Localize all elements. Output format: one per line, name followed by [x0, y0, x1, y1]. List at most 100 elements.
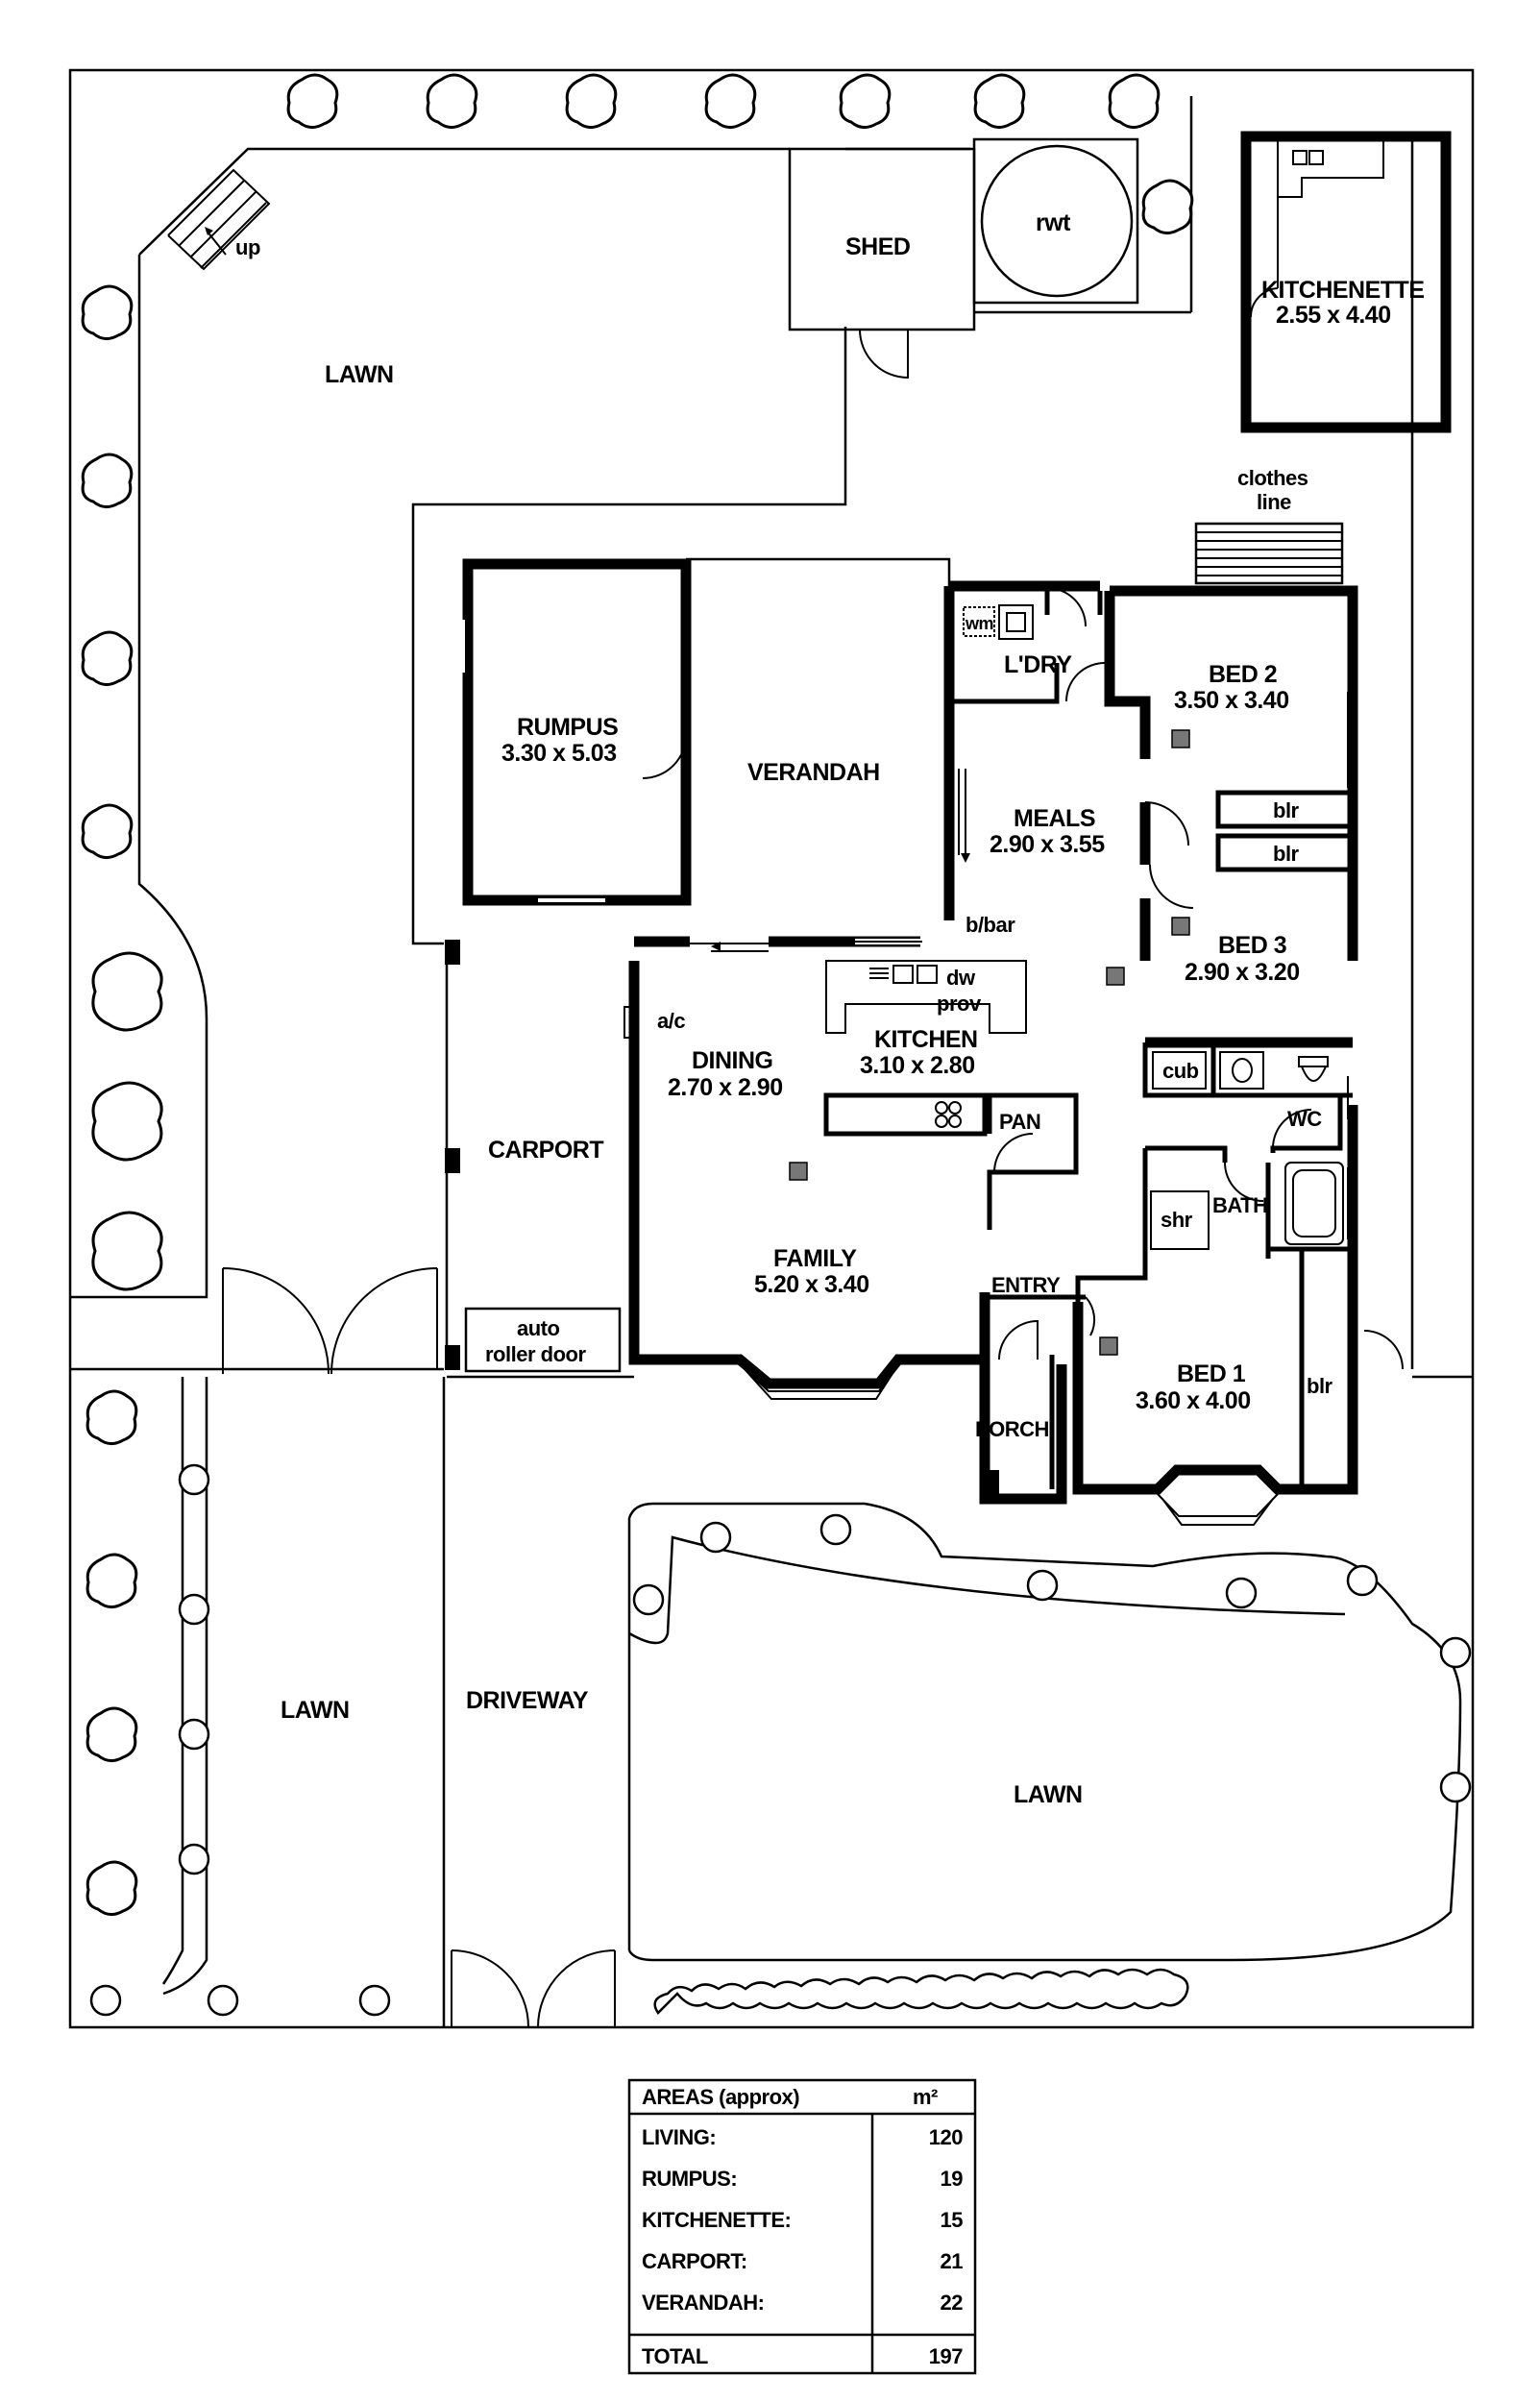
laundry-door — [1046, 587, 1087, 627]
family-size: 5.20 x 3.40 — [754, 1271, 869, 1298]
shrub-icon — [89, 1984, 122, 2017]
porch-label: PORCH — [975, 1417, 1049, 1441]
prov-label: prov — [937, 992, 982, 1016]
shrubs — [89, 1463, 1472, 2017]
kitchenette-sink-2 — [1308, 150, 1324, 165]
carport-post-1 — [445, 940, 460, 965]
kitchenette-size: 2.55 x 4.40 — [1276, 302, 1391, 329]
bbar-label: b/bar — [966, 913, 1015, 937]
bed3-size: 2.90 x 3.20 — [1185, 959, 1300, 986]
bed3-vent — [1171, 917, 1190, 936]
dining-size: 2.70 x 2.90 — [668, 1074, 783, 1101]
wc-door — [1272, 1109, 1312, 1149]
shrub-icon — [178, 1593, 210, 1626]
shrub-icon — [699, 1521, 732, 1554]
trees-back — [81, 73, 1194, 859]
auto-roller-door — [464, 1307, 622, 1373]
rumpus-name: RUMPUS — [517, 714, 618, 741]
tree-icon — [91, 1211, 163, 1291]
laundry-tub — [998, 604, 1034, 640]
bath-door — [1224, 1162, 1264, 1202]
side-gate — [1363, 1330, 1404, 1370]
auto-label-1: auto — [517, 1316, 560, 1340]
kitchen-bench-bottom — [823, 1092, 988, 1137]
carport-label: CARPORT — [488, 1137, 603, 1164]
shrub-icon — [819, 1513, 852, 1546]
dw-label: dw — [946, 966, 976, 990]
areas-row-value: 120 — [929, 2125, 963, 2149]
entry-vent — [1099, 1336, 1118, 1356]
tree-icon — [1141, 179, 1194, 234]
blr-2 — [1215, 833, 1356, 872]
pan-label: PAN — [999, 1110, 1040, 1134]
family-bay-window — [739, 1363, 899, 1400]
tree-icon — [86, 1860, 138, 1916]
shed-label: SHED — [845, 233, 910, 260]
shr-label: shr — [1161, 1208, 1193, 1232]
rumpus-door — [642, 734, 687, 779]
auto-label-2: roller door — [485, 1342, 586, 1366]
clothes-line: clothes line — [1194, 466, 1344, 585]
lawn-back-label: LAWN — [325, 361, 394, 388]
carport-post-3 — [445, 1345, 460, 1370]
tree-icon — [973, 73, 1026, 129]
areas-header-label: AREAS (approx) — [642, 2085, 799, 2109]
areas-row-label: VERANDAH: — [642, 2291, 765, 2315]
toilet-icon — [1298, 1056, 1329, 1082]
clothes-line-label-2: line — [1257, 490, 1291, 514]
carport-post-2 — [445, 1148, 460, 1173]
lawn-front-label: LAWN — [1014, 1781, 1083, 1808]
shrub-icon — [178, 1718, 210, 1751]
house-outer-walls — [628, 580, 1358, 1505]
shrub-icon — [358, 1984, 391, 2017]
bath-label: BATH — [1212, 1193, 1267, 1217]
pantry-walls — [985, 1092, 1079, 1230]
wm — [963, 606, 995, 637]
areas-header-unit: m² — [913, 2085, 938, 2109]
tree-icon — [86, 1706, 138, 1762]
bed2-door — [1144, 801, 1189, 846]
ac-unit — [623, 1006, 639, 1039]
kitchen-size: 3.10 x 2.80 — [860, 1052, 975, 1079]
bed1-bay-window — [1157, 1493, 1279, 1526]
vanity-basin — [1232, 1058, 1253, 1083]
tree-icon — [704, 73, 757, 129]
trees-left-lawn — [86, 1389, 138, 1916]
shrub-icon — [178, 1843, 210, 1875]
bed3-name: BED 3 — [1218, 932, 1286, 959]
blr-2-label: blr — [1273, 842, 1300, 866]
property-boundary — [68, 68, 1475, 2029]
bathtub — [1284, 1162, 1344, 1245]
cub — [1152, 1051, 1207, 1090]
tree-icon — [81, 453, 134, 508]
wetarea-walls — [1075, 1042, 1353, 1307]
trees-large — [91, 951, 163, 1291]
pantry-door — [993, 1133, 1034, 1173]
shed-door — [859, 329, 909, 380]
front-hedge — [653, 1968, 1189, 2015]
areas-total-value: 197 — [929, 2344, 963, 2368]
kitchenette-name: KITCHENETTE — [1261, 277, 1425, 304]
areas-row-value: 19 — [941, 2167, 964, 2191]
shrub-icon — [1225, 1577, 1258, 1609]
kitchen-name: KITCHEN — [874, 1026, 978, 1053]
left-lawn-outline — [161, 1377, 208, 1996]
family-name: FAMILY — [773, 1245, 857, 1272]
areas-row-value: 15 — [941, 2208, 964, 2232]
areas-row-label: CARPORT: — [642, 2249, 747, 2273]
kitchen-bench-top — [825, 960, 1027, 1034]
entry-walls — [985, 1294, 1086, 1489]
entry-door — [1085, 1296, 1096, 1336]
ac-label: a/c — [657, 1009, 685, 1033]
laundry-tub-inner — [1006, 612, 1026, 632]
bed2-vent — [1171, 729, 1190, 748]
areas-row-label: LIVING: — [642, 2125, 716, 2149]
shrub-icon — [1026, 1569, 1059, 1602]
kitchenette-sink-1 — [1292, 150, 1308, 165]
vanity — [1219, 1051, 1264, 1090]
shrub-icon — [632, 1583, 665, 1616]
tree-icon — [91, 1081, 163, 1162]
wm-label: wm — [965, 614, 993, 633]
kitchen-drainer — [869, 968, 889, 979]
